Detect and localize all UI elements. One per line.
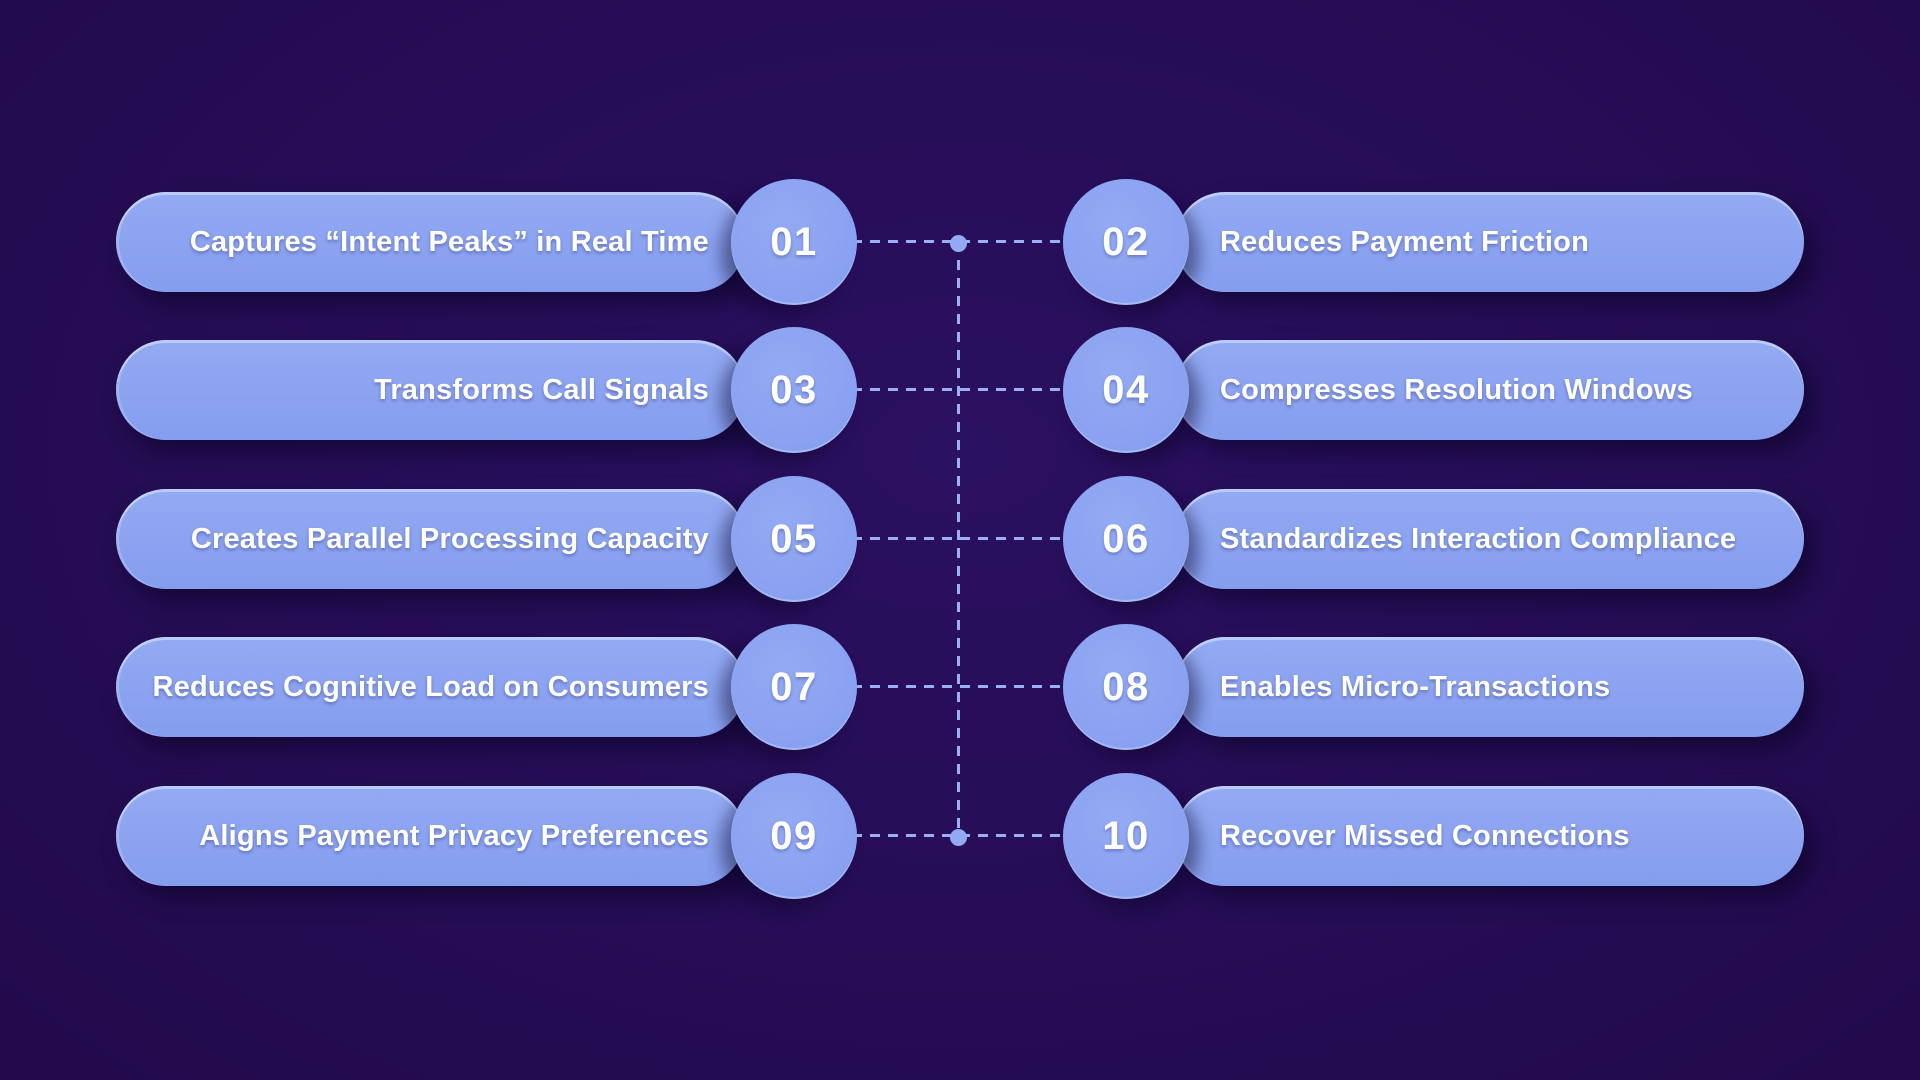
feature-pill-09: Aligns Payment Privacy Preferences bbox=[116, 786, 745, 886]
number-badge-02: 02 bbox=[1063, 179, 1189, 305]
number-badge-04: 04 bbox=[1063, 327, 1189, 453]
number-badge-03: 03 bbox=[731, 327, 857, 453]
number-text-02: 02 bbox=[1102, 219, 1150, 264]
feature-pill-06: Standardizes Interaction Compliance bbox=[1175, 489, 1804, 589]
number-badge-09: 09 bbox=[731, 773, 857, 899]
number-text-04: 04 bbox=[1102, 367, 1150, 412]
feature-row-3: Creates Parallel Processing Capacity 05 … bbox=[0, 476, 1920, 602]
number-text-10: 10 bbox=[1102, 813, 1150, 858]
feature-label-04: Compresses Resolution Windows bbox=[1220, 373, 1693, 406]
number-badge-07: 07 bbox=[731, 624, 857, 750]
feature-pill-02: Reduces Payment Friction bbox=[1175, 192, 1804, 292]
feature-label-05: Creates Parallel Processing Capacity bbox=[190, 522, 709, 555]
number-badge-10: 10 bbox=[1063, 773, 1189, 899]
number-text-01: 01 bbox=[770, 219, 818, 264]
row-dashed-connector bbox=[852, 685, 1068, 688]
feature-label-08: Enables Micro-Transactions bbox=[1220, 670, 1611, 703]
number-text-07: 07 bbox=[770, 664, 818, 709]
feature-label-02: Reduces Payment Friction bbox=[1220, 225, 1590, 258]
number-text-06: 06 bbox=[1102, 516, 1150, 561]
number-text-08: 08 bbox=[1102, 664, 1150, 709]
feature-label-09: Aligns Payment Privacy Preferences bbox=[199, 819, 709, 852]
feature-row-4: Reduces Cognitive Load on Consumers 07 0… bbox=[0, 624, 1920, 750]
number-badge-06: 06 bbox=[1063, 476, 1189, 602]
row-dashed-connector bbox=[852, 537, 1068, 540]
number-text-03: 03 bbox=[770, 367, 818, 412]
feature-row-2: Transforms Call Signals 03 04 Compresses… bbox=[0, 327, 1920, 453]
feature-label-01: Captures “Intent Peaks” in Real Time bbox=[189, 225, 709, 258]
feature-row-1: Captures “Intent Peaks” in Real Time 01 … bbox=[0, 179, 1920, 305]
feature-pill-08: Enables Micro-Transactions bbox=[1175, 637, 1804, 737]
feature-label-10: Recover Missed Connections bbox=[1220, 819, 1630, 852]
feature-pill-01: Captures “Intent Peaks” in Real Time bbox=[116, 192, 745, 292]
number-badge-08: 08 bbox=[1063, 624, 1189, 750]
number-text-05: 05 bbox=[770, 516, 818, 561]
feature-row-5: Aligns Payment Privacy Preferences 09 10… bbox=[0, 773, 1920, 899]
connector-dot-bottom bbox=[950, 829, 967, 846]
feature-pill-05: Creates Parallel Processing Capacity bbox=[116, 489, 745, 589]
feature-pill-04: Compresses Resolution Windows bbox=[1175, 340, 1804, 440]
feature-pill-03: Transforms Call Signals bbox=[116, 340, 745, 440]
connector-dot-top bbox=[950, 235, 967, 252]
number-text-09: 09 bbox=[770, 813, 818, 858]
feature-label-07: Reduces Cognitive Load on Consumers bbox=[152, 670, 709, 703]
row-dashed-connector bbox=[852, 388, 1068, 391]
feature-pill-07: Reduces Cognitive Load on Consumers bbox=[116, 637, 745, 737]
number-badge-05: 05 bbox=[731, 476, 857, 602]
feature-pill-10: Recover Missed Connections bbox=[1175, 786, 1804, 886]
number-badge-01: 01 bbox=[731, 179, 857, 305]
feature-label-03: Transforms Call Signals bbox=[374, 373, 709, 406]
feature-label-06: Standardizes Interaction Compliance bbox=[1220, 522, 1737, 555]
